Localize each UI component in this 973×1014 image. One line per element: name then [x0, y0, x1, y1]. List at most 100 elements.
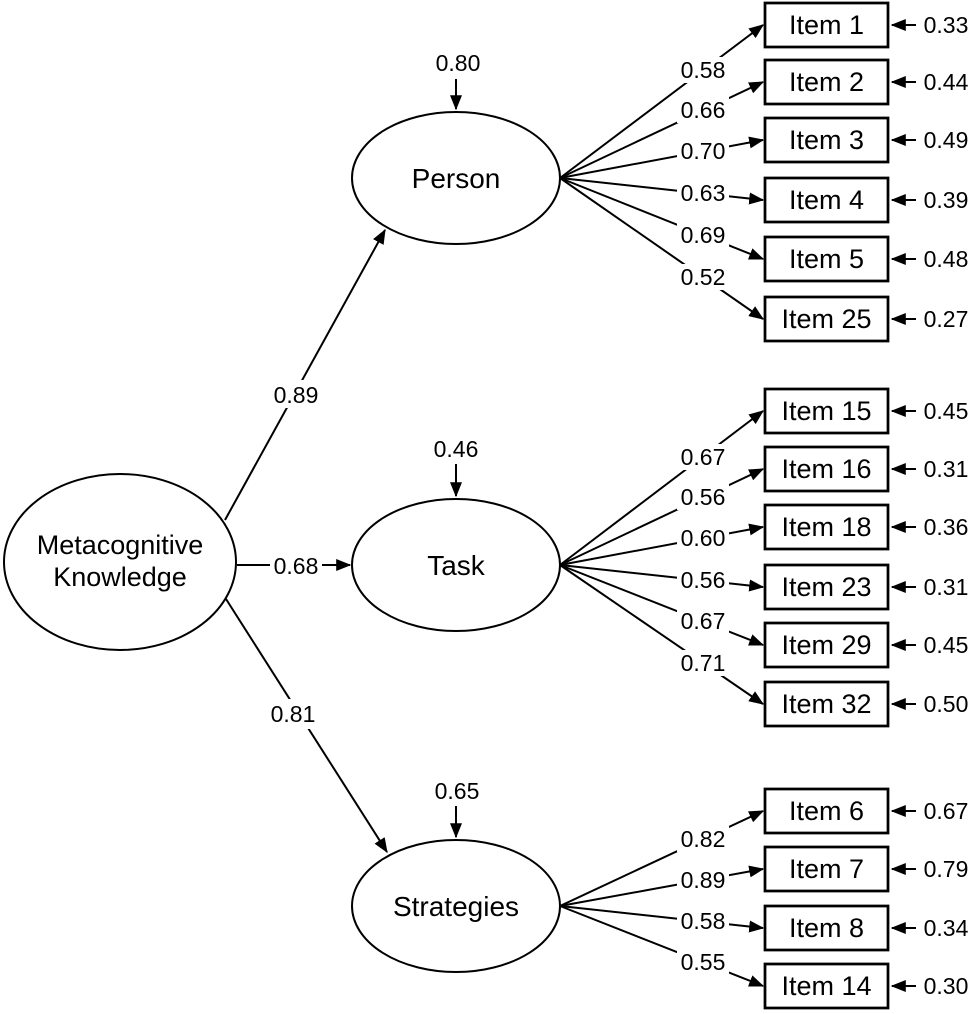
- loading-label-bg: [677, 867, 729, 893]
- latent-factor-person: Person 0.80: [351, 50, 561, 245]
- loading-label-bg: [677, 444, 729, 470]
- item-box: [763, 176, 890, 224]
- loading-arrow: [559, 564, 765, 646]
- loading-arrow: [559, 177, 764, 320]
- item-label: Item 3: [789, 125, 864, 155]
- loading-label: 0.55: [681, 949, 726, 975]
- item-box: [763, 235, 890, 283]
- indicator-item: 0.70 Item 3 0.49: [559, 116, 969, 179]
- loading-label: 0.66: [681, 97, 726, 123]
- loading-arrow: [559, 523, 765, 566]
- error-label: 0.49: [924, 127, 969, 153]
- loading-label-bg: [677, 608, 729, 634]
- item-box: [763, 387, 890, 435]
- person-label: Person: [412, 163, 501, 194]
- loading-arrow: [559, 24, 764, 179]
- item-label: Item 29: [781, 630, 871, 660]
- error-label: 0.30: [924, 973, 969, 999]
- path-coefficient-bg-task: [270, 551, 322, 579]
- loading-label-bg: [677, 826, 729, 852]
- item-label: Item 2: [789, 67, 864, 97]
- error-label: 0.48: [924, 246, 969, 272]
- path-arrow-root-to-person: [224, 228, 386, 521]
- item-label: Item 6: [789, 796, 864, 826]
- item-label: Item 23: [781, 572, 871, 602]
- error-label: 0.50: [924, 691, 969, 717]
- latent-root-metacognitive-knowledge: Metacognitive Knowledge: [3, 473, 237, 651]
- item-box: [763, 445, 890, 493]
- loading-label: 0.56: [681, 484, 726, 510]
- latent-factor-task: Task 0.46: [351, 436, 561, 632]
- root-label-line1: Metacognitive: [37, 530, 204, 560]
- loading-arrow: [559, 410, 764, 566]
- item-box: [763, 1, 890, 49]
- error-label: 0.39: [924, 187, 969, 213]
- item-label: Item 32: [781, 689, 871, 719]
- loading-arrow: [559, 177, 765, 205]
- loading-label: 0.89: [681, 867, 726, 893]
- item-box: [763, 503, 890, 551]
- task-label: Task: [427, 550, 486, 581]
- loading-label-bg: [677, 180, 729, 206]
- error-label: 0.79: [924, 856, 969, 882]
- loading-label-bg: [677, 138, 729, 164]
- error-label: 0.31: [924, 456, 969, 482]
- loading-label-bg: [677, 57, 729, 83]
- loading-arrow: [559, 468, 765, 566]
- item-label: Item 18: [781, 512, 871, 542]
- item-box: [763, 563, 890, 611]
- item-label: Item 4: [789, 185, 864, 215]
- loading-label: 0.71: [681, 650, 726, 676]
- error-label: 0.45: [924, 398, 969, 424]
- loading-label: 0.70: [681, 138, 726, 164]
- path-coefficient-task: 0.68: [274, 553, 319, 579]
- item-box: [763, 116, 890, 164]
- item-label: Item 8: [789, 913, 864, 943]
- item-box: [763, 845, 890, 893]
- item-label: Item 15: [781, 396, 871, 426]
- loading-arrow: [559, 564, 765, 592]
- path-coefficient-strategies: 0.81: [271, 701, 316, 727]
- loading-label-bg: [677, 264, 729, 290]
- item-label: Item 5: [789, 244, 864, 274]
- path-coefficient-person: 0.89: [274, 382, 319, 408]
- error-label: 0.31: [924, 574, 969, 600]
- loading-label: 0.63: [681, 180, 726, 206]
- loading-label-bg: [677, 949, 729, 975]
- item-box: [763, 904, 890, 952]
- task-ellipse: [351, 498, 561, 632]
- item-box: [763, 621, 890, 669]
- error-label: 0.36: [924, 514, 969, 540]
- error-label: 0.27: [924, 306, 969, 332]
- indicator-item: 0.63 Item 4 0.39: [559, 176, 969, 224]
- item-box: [763, 58, 890, 106]
- item-label: Item 25: [781, 304, 871, 334]
- root-label-line2: Knowledge: [53, 562, 187, 592]
- loading-label-bg: [677, 222, 729, 248]
- loading-label: 0.67: [681, 444, 726, 470]
- path-coefficient-bg-strategies: [267, 699, 319, 729]
- item-box: [763, 962, 890, 1010]
- loading-label: 0.69: [681, 222, 726, 248]
- error-label: 0.45: [924, 632, 969, 658]
- item-label: Item 14: [781, 971, 871, 1001]
- loading-arrow: [559, 905, 765, 987]
- task-residual-label: 0.46: [434, 436, 479, 462]
- strategies-residual-label: 0.65: [435, 778, 480, 804]
- root-ellipse: [3, 473, 237, 651]
- loading-label-bg: [677, 525, 729, 551]
- person-ellipse: [351, 111, 561, 245]
- path-coefficient-bg-person: [270, 380, 322, 408]
